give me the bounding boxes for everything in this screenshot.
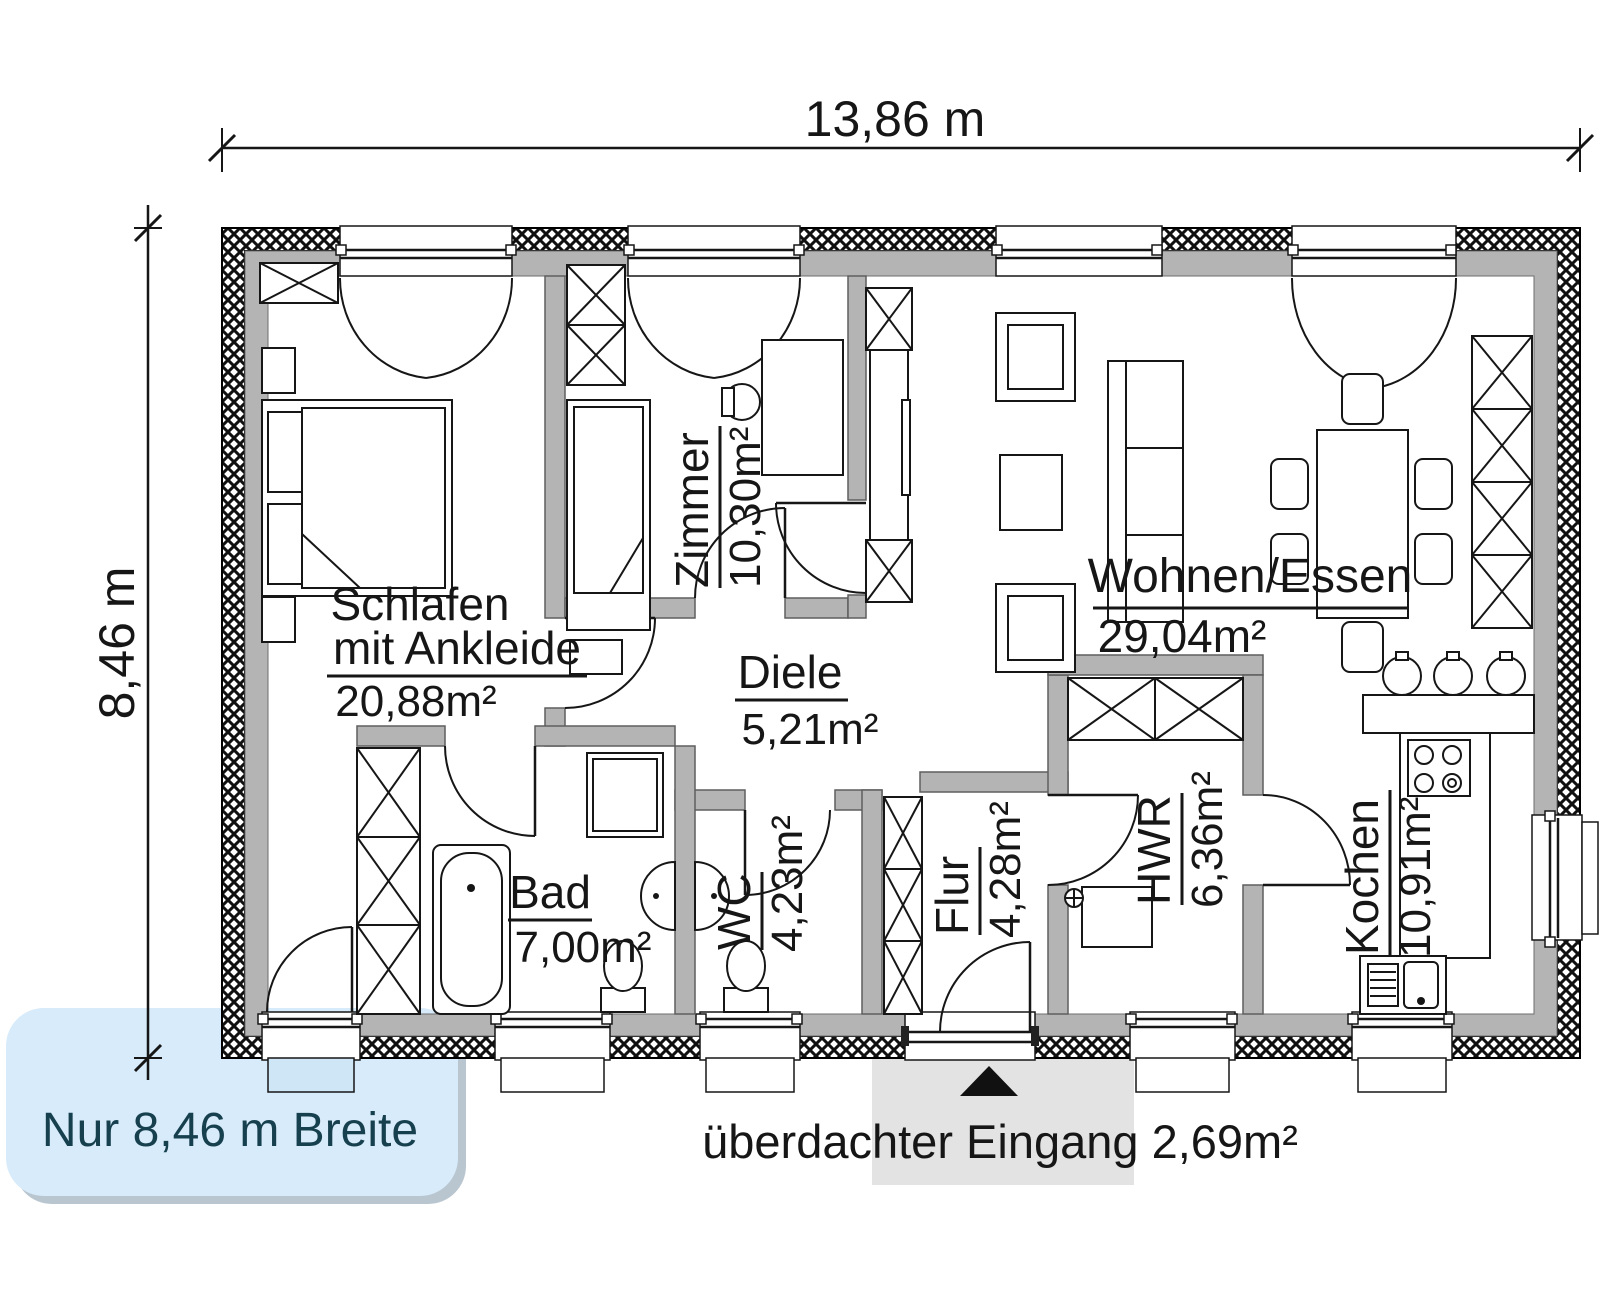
- room-label-schlafen: Schlafen mit Ankleide 20,88m²: [327, 578, 587, 726]
- window-bad-bottom: [490, 1011, 613, 1093]
- room-area: 4,23m²: [763, 815, 812, 952]
- door-wohnen: [775, 501, 867, 594]
- room-area: 29,04m²: [1098, 610, 1267, 662]
- room-area: 6,36m²: [1183, 771, 1232, 908]
- washing-machine: [1064, 886, 1153, 948]
- kitchen-sink: [1359, 955, 1447, 1015]
- room-label-diele: Diele 5,21m²: [735, 646, 878, 754]
- window-hwr-bottom: [1125, 1011, 1238, 1093]
- room-label-zimmer: Zimmer 10,30m²: [666, 426, 770, 588]
- entrance-arrow-icon: [960, 1066, 1018, 1096]
- armchair: [995, 583, 1076, 673]
- room-name: Wohnen/Essen: [1088, 550, 1413, 603]
- wardrobe-ankleide: [356, 747, 421, 1015]
- wardrobe-zimmer: [566, 264, 626, 386]
- room-label-kochen: Kochen 10,91m²: [1336, 790, 1440, 958]
- windows: [257, 225, 1599, 1093]
- room-name: WC: [708, 873, 760, 950]
- room-labels: Schlafen mit Ankleide 20,88m² Zimmer 10,…: [327, 426, 1440, 972]
- entrance-canopy-area: [872, 1058, 1134, 1185]
- terrace-door-top: [1287, 225, 1458, 389]
- room-area: 7,00m²: [515, 923, 652, 972]
- nightstand: [261, 347, 296, 394]
- room-label-wohnen: Wohnen/Essen 29,04m²: [1088, 550, 1413, 662]
- shower: [586, 752, 664, 838]
- room-name-line2: mit Ankleide: [333, 622, 581, 674]
- note-badge-label: Nur 8,46 m Breite: [42, 1104, 418, 1157]
- double-bed: [261, 399, 453, 597]
- window-wc-bottom: [695, 1011, 803, 1093]
- room-label-hwr: HWR 6,36m²: [1128, 771, 1232, 908]
- door-entrance: [939, 941, 1032, 1033]
- cabinet-wohnen: [1471, 335, 1533, 629]
- room-area: 4,28m²: [981, 801, 1030, 938]
- room-name: Diele: [738, 646, 843, 698]
- dimension-top-label: 13,86 m: [805, 91, 986, 147]
- dimension-top: 13,86 m: [207, 91, 1595, 172]
- tv-sideboard: [865, 287, 913, 603]
- door-kochen: [1262, 794, 1351, 887]
- wardrobe-schlafen-top: [259, 262, 339, 304]
- room-name: Flur: [926, 856, 978, 935]
- room-label-flur: Flur 4,28m²: [926, 801, 1030, 938]
- window-schlafen-top: [335, 225, 517, 379]
- room-name: Kochen: [1336, 799, 1388, 955]
- dimension-left-label: 8,46 m: [89, 567, 145, 720]
- sofa: [1107, 360, 1184, 623]
- entrance-canopy: überdachter Eingang 2,69m²: [702, 1058, 1298, 1185]
- entrance-door-opening: [901, 1011, 1039, 1061]
- window-kochen-right: [1531, 810, 1599, 948]
- cabinet-hwr: [1067, 677, 1244, 741]
- room-area: 5,21m²: [742, 705, 879, 754]
- window-kochen-bottom: [1347, 1011, 1455, 1093]
- entrance-label: überdachter Eingang 2,69m²: [702, 1115, 1298, 1168]
- window-wohnen-top: [991, 225, 1163, 277]
- room-name: HWR: [1128, 795, 1180, 905]
- room-label-wc: WC 4,23m²: [708, 815, 812, 952]
- nightstand: [261, 596, 296, 643]
- dining-set: [1270, 373, 1453, 673]
- room-name: Bad: [509, 866, 591, 918]
- room-area: 10,30m²: [721, 427, 770, 588]
- side-table: [999, 454, 1063, 531]
- kitchen-bar-counter: [1362, 651, 1535, 734]
- room-area: 20,88m²: [335, 677, 496, 726]
- furniture: [259, 262, 1535, 1015]
- washbasin-wc: [694, 860, 730, 932]
- door-bad: [444, 745, 537, 837]
- room-name: Zimmer: [666, 432, 718, 588]
- window-zimmer-top: [623, 225, 805, 379]
- door-hwr: [1047, 793, 1139, 886]
- window-schlafen-bottom: [257, 926, 363, 1093]
- dimension-left: 8,46 m: [89, 205, 163, 1080]
- bathtub: [432, 844, 511, 1015]
- armchair: [995, 312, 1076, 402]
- doors: [444, 501, 1351, 1033]
- kitchen-island: [1399, 732, 1491, 959]
- toilet-wc: [723, 940, 769, 1013]
- room-area: 10,91m²: [1391, 797, 1440, 958]
- desk: [721, 339, 844, 476]
- single-bed: [566, 399, 651, 631]
- side-table: [569, 639, 623, 675]
- washbasin-bad: [640, 860, 676, 932]
- room-label-bad: Bad 7,00m²: [508, 866, 651, 972]
- coat-closet-flur: [883, 796, 923, 1015]
- room-name: Schlafen: [330, 578, 509, 630]
- toilet-bad: [600, 940, 646, 1013]
